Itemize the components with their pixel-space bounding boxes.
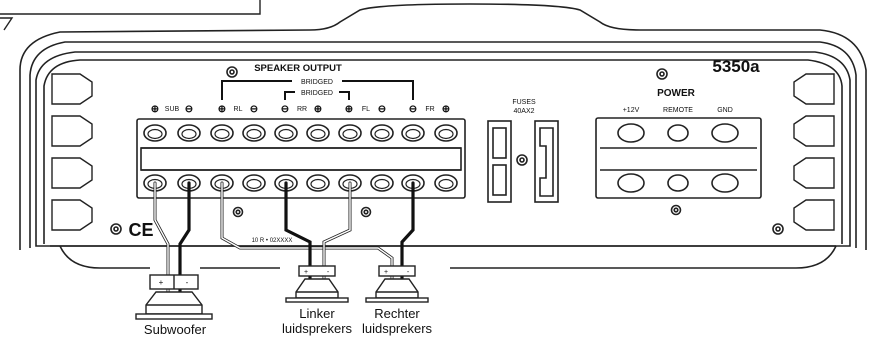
speaker-terminal-top-screw-icon <box>310 128 326 140</box>
speaker-terminal-top-screw-icon <box>147 128 163 140</box>
subwoofer-speaker-icon <box>135 274 213 320</box>
top-fragment <box>0 0 261 31</box>
speaker-terminal-top-screw-icon <box>374 128 390 140</box>
channel-label-fr: FR <box>425 106 434 113</box>
ce-mark: CE <box>128 220 153 240</box>
power-terminal-12v <box>617 123 645 143</box>
right-speaker-icon <box>365 265 429 303</box>
subwoofer-minus-label: - <box>186 278 189 287</box>
model-label: 5350a <box>712 57 760 76</box>
speaker-terminal-top-screw-icon <box>278 128 294 140</box>
speaker-terminal-top-screw-icon <box>181 128 197 140</box>
power-label-12v: +12V <box>623 107 640 114</box>
minus-symbol: ⊖ <box>185 104 193 115</box>
left-speaker-plus-label: + <box>304 269 308 276</box>
minus-symbol: ⊖ <box>250 104 258 115</box>
minus-symbol: ⊖ <box>378 104 386 115</box>
bridged-inner-label: BRIDGED <box>301 90 333 97</box>
speaker-terminal-bottom-screw-icon <box>374 178 390 190</box>
power-title: POWER <box>657 88 696 99</box>
power-terminal-gnd <box>711 123 739 143</box>
speaker-terminals-bottom <box>143 174 458 192</box>
channel-labels: ⊕ SUB ⊖ ⊕ RL ⊖ ⊖ RR ⊕ ⊕ FL ⊖ ⊖ FR ⊕ <box>151 104 450 115</box>
speaker-output-title: SPEAKER OUTPUT <box>254 63 342 74</box>
right-speaker-plus-label: + <box>384 269 388 276</box>
minus-symbol: ⊖ <box>281 104 289 115</box>
channel-label-fl: FL <box>362 106 370 113</box>
right-vents <box>793 73 835 231</box>
speaker-terminal-bottom-screw-icon <box>310 178 326 190</box>
speaker-terminal-bottom-screw-icon <box>246 178 262 190</box>
power-label-gnd: GND <box>717 107 733 114</box>
speaker-terminals-top <box>143 124 458 142</box>
power-label-remote: REMOTE <box>663 107 693 114</box>
speaker-terminal-bottom-screw-icon <box>438 178 454 190</box>
channel-label-rl: RL <box>234 106 243 113</box>
plus-symbol: ⊕ <box>151 104 159 115</box>
speaker-terminal-top-screw-icon <box>342 128 358 140</box>
fuses-label-line1: FUSES <box>512 99 536 106</box>
subwoofer-plus-label: + <box>159 278 164 287</box>
channel-label-rr: RR <box>297 106 307 113</box>
bridged-outer-label: BRIDGED <box>301 79 333 86</box>
channel-label-sub: SUB <box>165 106 180 113</box>
fuse-holders <box>487 120 559 203</box>
serial-label: 10 R • 02XXXX <box>252 238 293 244</box>
speaker-terminal-top-screw-icon <box>405 128 421 140</box>
plus-symbol: ⊕ <box>218 104 226 115</box>
speaker-terminal-top-screw-icon <box>214 128 230 140</box>
speaker-wires <box>153 181 415 294</box>
left-speakers-caption-line1: Linker <box>299 306 335 321</box>
left-speaker-icon <box>285 265 349 303</box>
speaker-terminal-top-screw-icon <box>246 128 262 140</box>
plus-symbol: ⊕ <box>442 104 450 115</box>
subwoofer-caption: Subwoofer <box>144 322 207 337</box>
speaker-terminal-top-screw-icon <box>438 128 454 140</box>
power-terminal-block <box>595 117 762 199</box>
plus-symbol: ⊕ <box>314 104 322 115</box>
left-speakers-caption-line2: luidsprekers <box>282 321 353 336</box>
left-speaker-minus-label: - <box>327 269 330 276</box>
right-speakers-caption-line2: luidsprekers <box>362 321 433 336</box>
screws <box>110 66 784 235</box>
left-vents <box>51 73 93 231</box>
fuses-label-line2: 40AX2 <box>513 108 534 115</box>
right-speakers-caption-line1: Rechter <box>374 306 420 321</box>
minus-symbol: ⊖ <box>409 104 417 115</box>
power-terminal-remote <box>667 124 689 142</box>
right-speaker-minus-label: - <box>407 269 410 276</box>
plus-symbol: ⊕ <box>345 104 353 115</box>
